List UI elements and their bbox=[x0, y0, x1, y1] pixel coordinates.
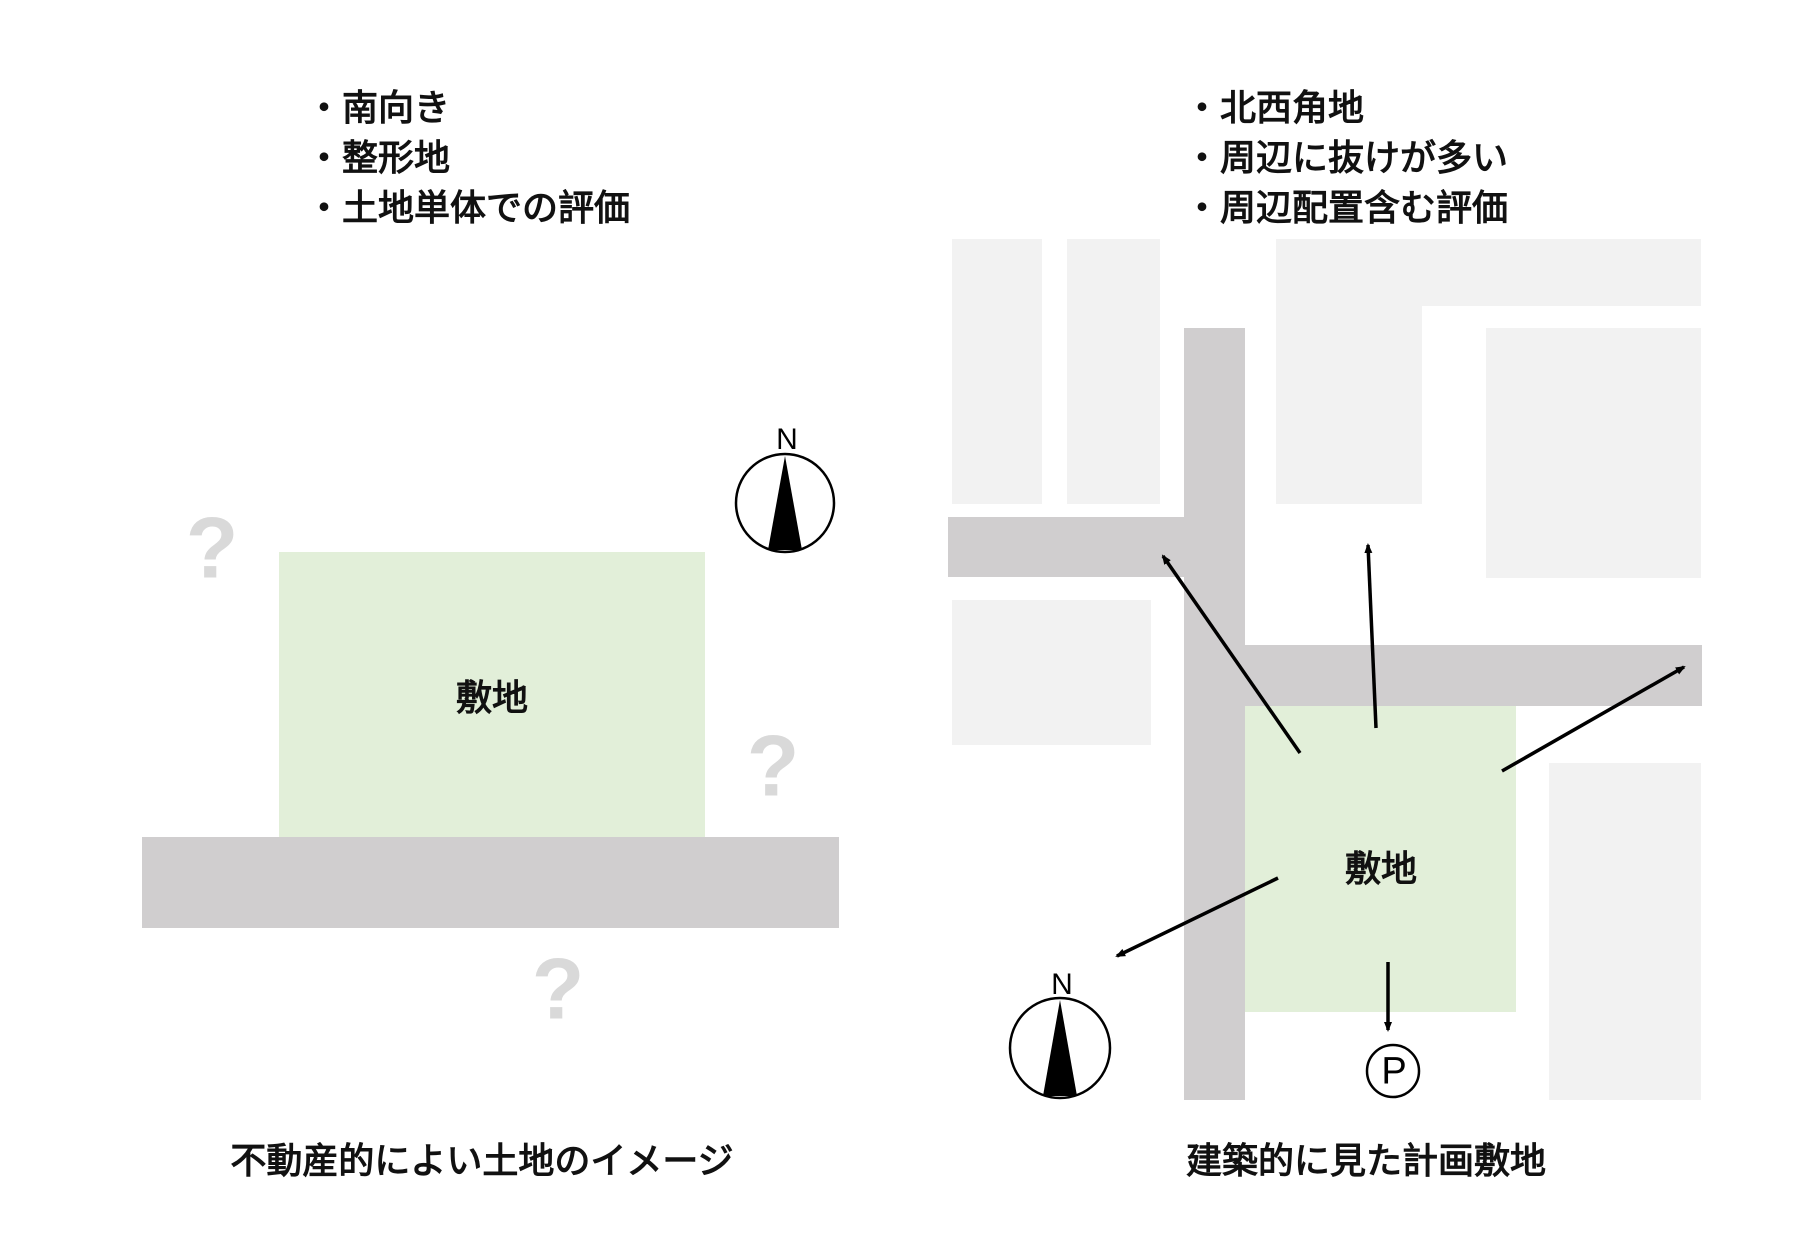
right-bullet-item: ・北西角地 bbox=[1184, 88, 1365, 129]
building bbox=[952, 239, 1042, 504]
right-compass-north-label: N bbox=[1051, 968, 1073, 1001]
right-caption: 建築的に見た計画敷地 bbox=[1185, 1141, 1547, 1182]
unknown-mark-south: ? bbox=[531, 941, 585, 1038]
left-caption: 不動産的によい土地のイメージ bbox=[230, 1141, 734, 1182]
right-compass-icon bbox=[1008, 996, 1112, 1100]
view-arrow-east bbox=[1501, 665, 1686, 773]
view-arrow-southwest bbox=[1115, 876, 1279, 958]
right-bullet-list: ・北西角地 ・周辺に抜けが多い ・周辺配置含む評価 bbox=[1184, 84, 1508, 234]
unknown-mark-west: ? bbox=[185, 500, 239, 597]
left-bullet-item: ・南向き bbox=[306, 88, 451, 129]
left-site-label: 敷地 bbox=[455, 678, 529, 719]
parking-icon bbox=[1365, 1043, 1421, 1099]
unknown-mark-east: ? bbox=[746, 718, 800, 815]
right-site-plot bbox=[1245, 706, 1516, 1012]
building bbox=[1486, 328, 1701, 578]
building bbox=[1549, 763, 1701, 1100]
left-road bbox=[142, 837, 839, 928]
left-bullet-item: ・土地単体での評価 bbox=[306, 188, 631, 229]
road-vertical bbox=[1184, 328, 1245, 1100]
building bbox=[1067, 239, 1160, 504]
building bbox=[952, 600, 1151, 745]
right-site-label: 敷地 bbox=[1344, 849, 1418, 890]
left-bullet-list: ・南向き ・整形地 ・土地単体での評価 bbox=[306, 84, 630, 234]
left-bullet-item: ・整形地 bbox=[306, 138, 451, 179]
building bbox=[1276, 239, 1701, 504]
left-site-plot bbox=[279, 552, 705, 837]
view-arrow-northwest bbox=[1161, 554, 1302, 754]
right-bullet-item: ・周辺配置含む評価 bbox=[1184, 188, 1509, 229]
road-east bbox=[1245, 645, 1702, 706]
parking-label: P bbox=[1381, 1050, 1407, 1093]
left-compass-north-label: N bbox=[776, 423, 798, 456]
road-west bbox=[948, 517, 1245, 577]
left-compass-icon bbox=[734, 452, 836, 554]
view-arrow-north bbox=[1364, 543, 1378, 729]
right-bullet-item: ・周辺に抜けが多い bbox=[1184, 138, 1509, 179]
